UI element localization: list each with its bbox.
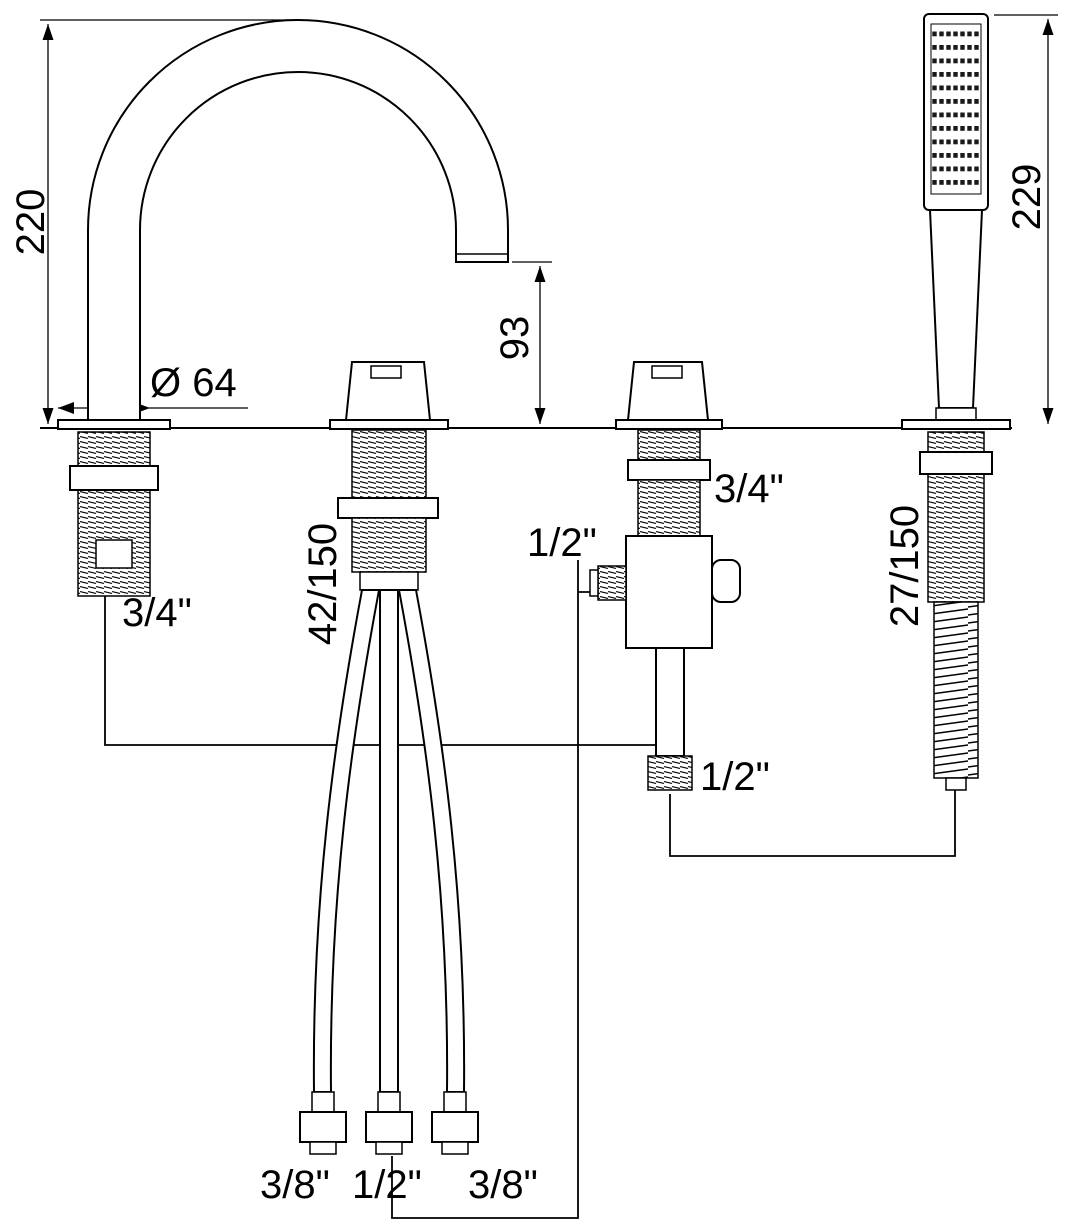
hose-middle-tip [375, 1141, 403, 1155]
mixer-outlet-to-diverter-inlet-line [391, 560, 579, 1219]
diverter-outlet-threads [647, 755, 693, 791]
diverter-valve [589, 361, 741, 791]
hose-middle-ferrule [377, 1091, 401, 1113]
hose-right-tip [441, 1141, 469, 1155]
spout-to-diverter-line [104, 596, 656, 746]
hose-right-nut [431, 1111, 479, 1143]
mixer-handle-notch [370, 365, 402, 379]
mixer-hose-right [397, 589, 466, 1093]
hose-right-label: 3/8" [468, 1163, 538, 1207]
mixer-hose-adapter [359, 571, 419, 591]
spout-shank-flat [95, 539, 133, 569]
dim-229-label: 229 [1005, 164, 1049, 231]
diverter-shank-threads-upper [637, 429, 701, 463]
handshower-spring-hose [933, 601, 979, 779]
dim-220-label: 220 [9, 189, 53, 256]
dim-93-label: 93 [493, 316, 537, 361]
dim-64-label: Ø 64 [150, 361, 237, 405]
handshower-hose-tip [945, 777, 967, 791]
dim-64-arrow-left [58, 402, 74, 414]
hose-middle-nut [365, 1111, 413, 1143]
hose-connector-left [299, 1091, 347, 1155]
handshower [901, 13, 1011, 791]
diverter-inlet-label: 1/2" [527, 521, 597, 565]
spout-shank-threads [77, 431, 151, 597]
diverter-outlet-label: 1/2" [700, 755, 770, 799]
mixer-valve [299, 361, 479, 1155]
handshower-base-plate [901, 419, 1011, 430]
mixer-hose-left [312, 589, 381, 1093]
diverter-shank-label: 3/4" [714, 467, 784, 511]
hose-right-ferrule [443, 1091, 467, 1113]
spout-base-plate [57, 419, 171, 430]
hose-connector-right [431, 1091, 479, 1155]
hose-left-tip [309, 1141, 337, 1155]
mixer-shank-nut [337, 497, 439, 519]
hose-connector-middle [365, 1091, 413, 1155]
diverter-side-knob [711, 559, 741, 603]
handshower-spray-face [930, 23, 982, 195]
spout [57, 19, 509, 597]
mixer-hose-middle [379, 589, 399, 1093]
hose-left-nut [299, 1111, 347, 1143]
dimension-lines [40, 14, 1058, 424]
diverter-shank-nut [627, 459, 711, 481]
hose-left-label: 3/8" [260, 1163, 330, 1207]
handshower-shank-nut [919, 451, 993, 475]
diverter-to-handshower-line [669, 782, 956, 857]
labels: 220 93 Ø 64 3/4" 42/150 1/2" 3/4" 1/2" 2… [9, 164, 1049, 1207]
connection-lines [104, 560, 956, 1219]
diverter-inlet-face [589, 569, 599, 597]
diverter-base-flange [615, 419, 723, 430]
hose-middle-label: 1/2" [352, 1163, 422, 1207]
diverter-body [625, 535, 713, 649]
spout-shank-nut [69, 465, 159, 491]
handshower-handle [928, 209, 984, 409]
spout-body [87, 19, 509, 425]
diverter-handle-notch [651, 365, 683, 379]
spout-shank-label: 3/4" [122, 591, 192, 635]
mixer-shank-label: 42/150 [301, 523, 345, 645]
mixer-base-flange [329, 419, 449, 430]
diverter-inlet-port [597, 565, 627, 601]
handshower-hose-label: 27/150 [883, 505, 927, 627]
mixer-shank-threads-upper [351, 429, 427, 501]
diverter-outlet-tube [655, 647, 685, 757]
diverter-shank-threads-lower [637, 479, 701, 537]
mixer-shank-threads-lower [351, 517, 427, 573]
hose-left-ferrule [311, 1091, 335, 1113]
